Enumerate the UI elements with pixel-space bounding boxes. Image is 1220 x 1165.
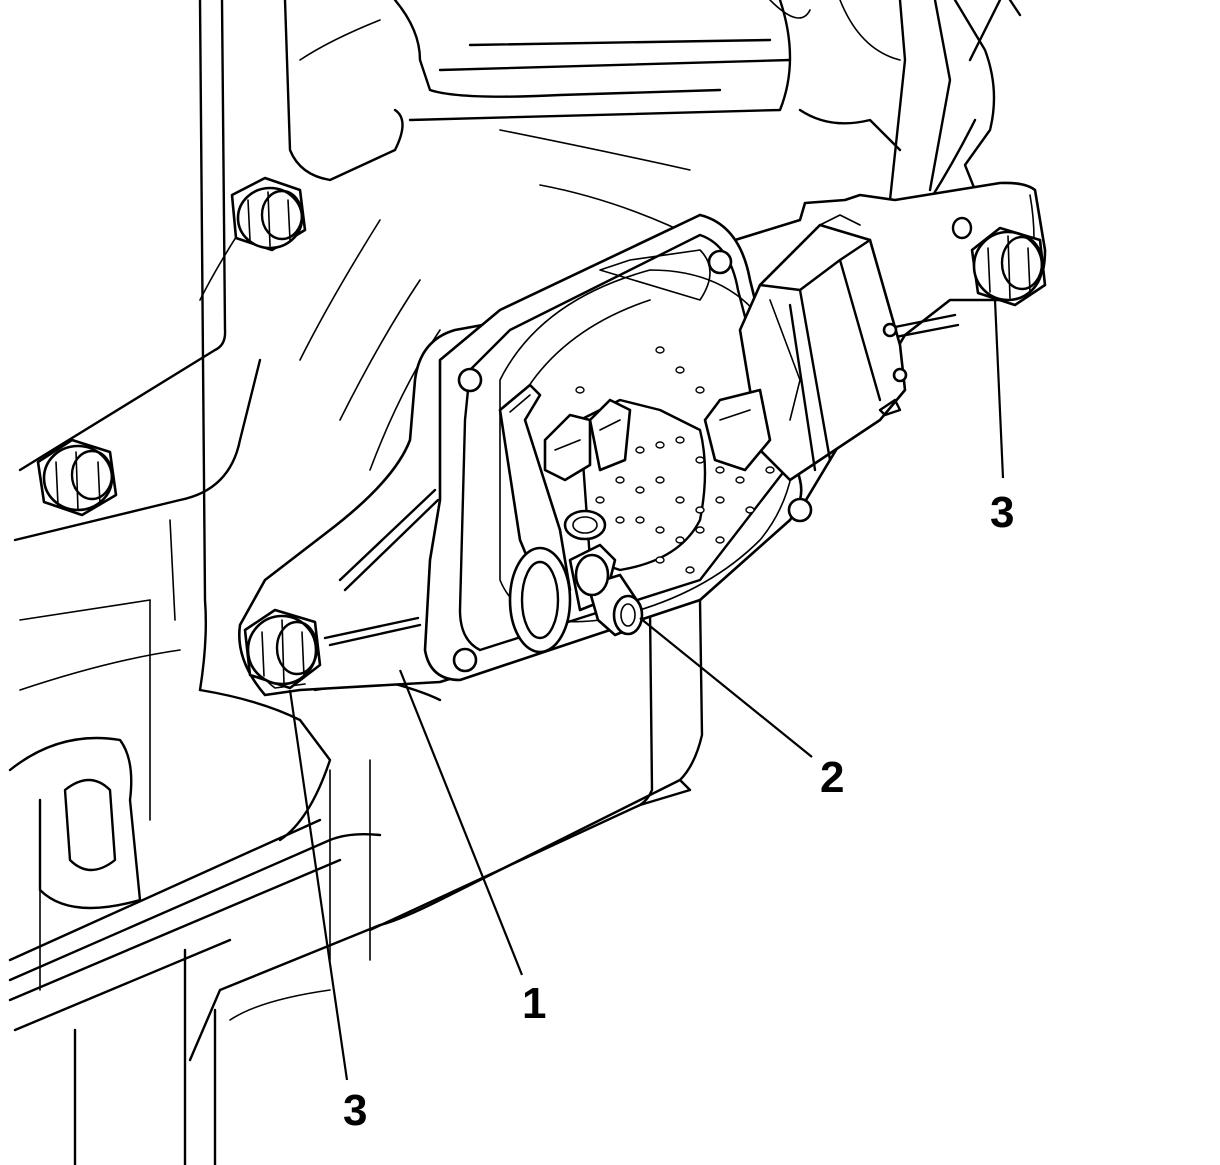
leader-lines — [288, 299, 1005, 1081]
selector-shaft — [508, 509, 644, 654]
callout-labels: 1 2 3 3 — [343, 488, 1014, 1135]
callout-3-right: 3 — [990, 488, 1014, 537]
callout-3-left: 3 — [343, 1086, 367, 1135]
callout-1: 1 — [522, 979, 546, 1028]
bolt-left — [243, 608, 322, 690]
transmission-case-background — [8, 0, 1022, 1165]
callout-2: 2 — [820, 753, 844, 802]
switch-contacts — [543, 388, 772, 482]
case-bolt-lower — [36, 438, 118, 517]
electrical-connector — [738, 214, 908, 482]
leader-line-2 — [639, 617, 813, 758]
case-bolt-upper — [230, 176, 307, 252]
leader-line-1 — [398, 669, 524, 976]
bolt-right — [970, 226, 1047, 307]
leader-line-3-left — [288, 689, 349, 1081]
leader-line-3-right — [993, 299, 1005, 479]
